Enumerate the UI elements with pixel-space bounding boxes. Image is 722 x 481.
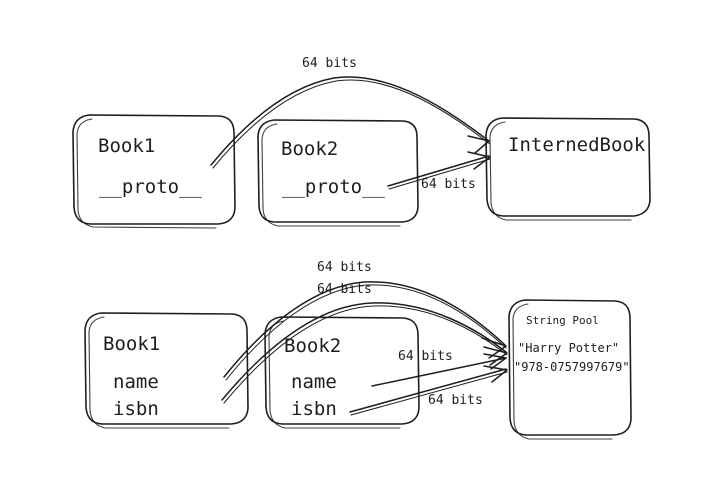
- node-top-book2-field-proto: __proto__: [282, 176, 386, 198]
- edge-bot-book2-name-to-pool: 64 bits: [371, 349, 507, 387]
- node-bot-book2-title: Book2: [284, 335, 341, 357]
- node-string-pool-sketch-stroke: [512, 303, 613, 440]
- node-bot-book1-sketch-stroke: [88, 316, 230, 429]
- node-string-pool-title: String Pool: [526, 314, 599, 327]
- edge-bot-4-path-double: [350, 371, 508, 416]
- node-top-book2-title: Book2: [281, 138, 338, 160]
- edge-top-2-path: [387, 155, 490, 187]
- edge-bot-2-path-double: [223, 305, 508, 404]
- edge-bot-2-label: 64 bits: [317, 282, 372, 297]
- edge-top-2-arrowhead: [467, 151, 491, 170]
- node-bot-book1-outline: [84, 312, 249, 425]
- node-top-book1[interactable]: Book1 __proto__: [72, 114, 236, 229]
- edge-bot-book2-isbn-to-pool: 64 bits: [349, 365, 508, 416]
- node-top-book1-sketch-stroke: [76, 118, 217, 229]
- edge-bot-4-arrowhead: [483, 365, 508, 383]
- edge-top-1-path: [210, 76, 490, 166]
- node-string-pool-item-isbn: "978-0757997679": [514, 360, 630, 374]
- node-bot-book1[interactable]: Book1 name isbn: [84, 312, 249, 429]
- edge-bot-book1-isbn-to-pool: 64 bits: [221, 282, 508, 404]
- node-string-pool[interactable]: String Pool "Harry Potter" "978-07579976…: [508, 299, 632, 440]
- node-bot-book2-outline: [264, 316, 420, 425]
- node-bot-book2-field-isbn: isbn: [291, 398, 337, 420]
- node-bot-book1-title: Book1: [103, 333, 160, 355]
- node-bot-book2[interactable]: Book2 name isbn: [264, 316, 420, 429]
- edge-bot-3-path: [371, 357, 507, 387]
- node-top-book2[interactable]: Book2 __proto__: [257, 119, 419, 227]
- node-bot-book1-field-isbn: isbn: [113, 398, 159, 420]
- edge-top-2-label: 64 bits: [421, 177, 476, 192]
- edge-bot-1-path: [223, 281, 506, 378]
- edge-top-1-path-double: [212, 79, 491, 169]
- node-string-pool-outline: [508, 299, 632, 436]
- edge-bot-3-label: 64 bits: [398, 349, 453, 364]
- edge-bot-1-path-double: [225, 284, 507, 381]
- edge-top-1-arrowhead: [467, 135, 490, 154]
- node-bot-book1-field-name: name: [113, 371, 159, 393]
- edge-top-book2-to-internedbook: 64 bits: [387, 151, 491, 192]
- edge-bot-4-path: [349, 368, 507, 413]
- node-string-pool-item-name: "Harry Potter": [518, 341, 619, 355]
- node-top-book2-outline: [257, 119, 419, 223]
- node-top-book1-title: Book1: [98, 135, 155, 157]
- edge-bot-1-label: 64 bits: [317, 260, 372, 275]
- edge-top-1-label: 64 bits: [302, 56, 357, 71]
- edge-top-book1-to-internedbook: 64 bits: [210, 56, 491, 169]
- node-interned-book-sketch-stroke: [489, 121, 632, 221]
- node-bot-book2-field-name: name: [291, 371, 337, 393]
- node-interned-book-title: InternedBook: [508, 134, 646, 156]
- node-interned-book-outline: [485, 117, 651, 217]
- edge-top-2-path-double: [388, 158, 491, 190]
- edge-bot-2-path: [221, 302, 507, 401]
- edge-bot-4-label: 64 bits: [428, 393, 483, 408]
- node-top-book2-sketch-stroke: [261, 123, 401, 227]
- node-top-book1-field-proto: __proto__: [99, 176, 203, 198]
- node-interned-book[interactable]: InternedBook: [485, 117, 651, 221]
- node-top-book1-outline: [72, 114, 236, 225]
